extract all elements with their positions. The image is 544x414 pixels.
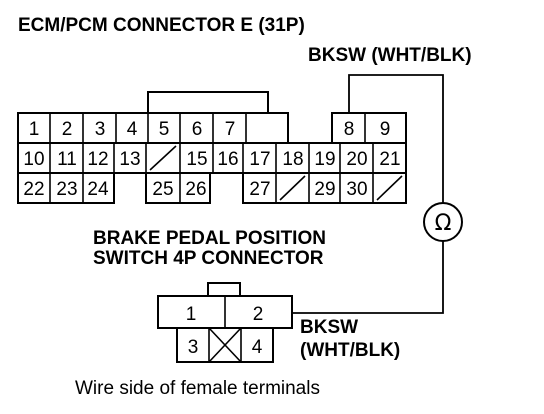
switch-pin-2: 2: [253, 304, 264, 325]
switch-pin-4: 4: [252, 337, 263, 358]
ecm-pin-20: 20: [346, 149, 367, 170]
wire-label-top: BKSW (WHT/BLK): [308, 45, 472, 66]
ecm-pin-5: 5: [159, 119, 170, 140]
ecm-row3-block-a: [17, 172, 115, 204]
switch-pin-3: 3: [188, 337, 199, 358]
switch-connector-latch: [207, 282, 241, 296]
empty-cavity-14-mark: [149, 145, 177, 171]
ecm-connector-latch: [147, 91, 269, 113]
ecm-pin-18: 18: [282, 149, 303, 170]
ecm-pin-15: 15: [186, 149, 207, 170]
ecm-row1-left-frame: [17, 112, 289, 144]
ecm-pin-12: 12: [87, 149, 108, 170]
ecm-pin-4: 4: [127, 119, 138, 140]
ecm-pin-25: 25: [152, 179, 173, 200]
ecm-pin-17: 17: [249, 149, 270, 170]
ecm-pin-1: 1: [29, 119, 40, 140]
empty-cavity-28-mark: [279, 175, 306, 201]
switch-pin-1: 1: [186, 304, 197, 325]
ecm-connector-title: ECM/PCM CONNECTOR E (31P): [18, 15, 305, 36]
empty-cavity-31-mark: [376, 175, 403, 201]
ecm-pin-19: 19: [314, 149, 335, 170]
ecm-pin-27: 27: [249, 179, 270, 200]
ecm-row2-frame: [17, 142, 407, 174]
ecm-pin-7: 7: [225, 119, 236, 140]
ecm-pin-3: 3: [95, 119, 106, 140]
ecm-pin-24: 24: [87, 179, 109, 200]
ecm-pin-9: 9: [380, 119, 391, 140]
ecm-pin-2: 2: [62, 119, 73, 140]
ecm-pin-26: 26: [185, 179, 206, 200]
ohmmeter-circle: [423, 202, 463, 242]
ecm-pin-13: 13: [119, 149, 140, 170]
switch-4p-connector: [157, 282, 293, 363]
switch-connector-title-line1: BRAKE PEDAL POSITION: [93, 228, 326, 249]
ecm-pin-21: 21: [379, 149, 400, 170]
ecm-pin-10: 10: [23, 149, 44, 170]
empty-cavity-mark-b: [208, 327, 242, 363]
caption: Wire side of female terminals: [75, 378, 320, 399]
ecm-pin-6: 6: [192, 119, 203, 140]
ecm-pin-23: 23: [56, 179, 77, 200]
ecm-pin-30: 30: [346, 179, 367, 200]
ohm-icon: Ω: [435, 211, 452, 236]
wire-label-bottom-line2: (WHT/BLK): [300, 340, 400, 361]
ohmmeter: Ω: [423, 202, 463, 242]
switch-connector-title-line2: SWITCH 4P CONNECTOR: [93, 248, 324, 269]
ecm-pin-11: 11: [57, 149, 77, 170]
ecm-cell-dividers: [49, 113, 403, 203]
wire-label-bottom-line1: BKSW: [300, 317, 358, 338]
ecm-row3-block-c: [242, 172, 407, 204]
ecm-pin-16: 16: [217, 149, 238, 170]
ecm-pin-29: 29: [314, 179, 335, 200]
ecm-pin-22: 22: [23, 179, 44, 200]
ecm-connector: [17, 91, 407, 204]
bksw-wire: [292, 74, 444, 314]
ecm-pin-8: 8: [344, 119, 355, 140]
ecm-row3-block-b: [145, 172, 211, 204]
